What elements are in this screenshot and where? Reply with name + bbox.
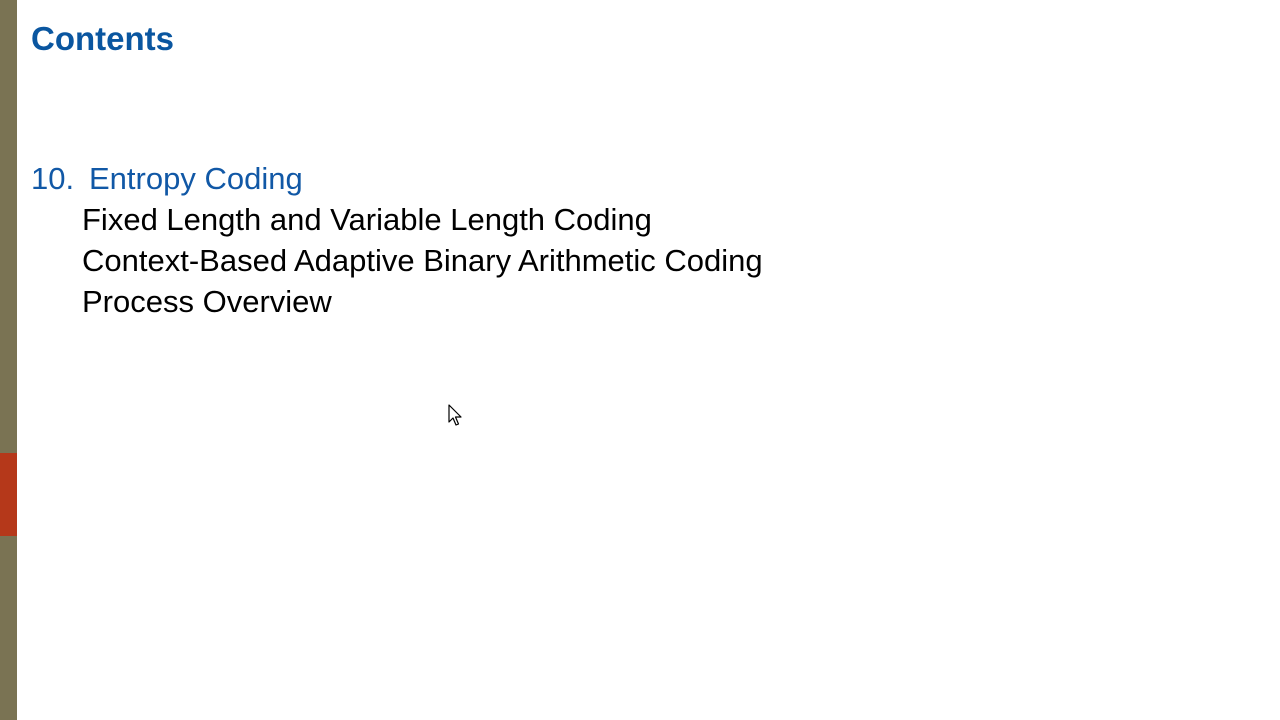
section-number: 10. (31, 161, 75, 196)
contents-section: 10. Entropy Coding Fixed Length and Varia… (31, 158, 763, 322)
side-accent-block (0, 453, 17, 536)
subsection-item: Process Overview (82, 284, 332, 319)
mouse-pointer-icon (448, 404, 462, 426)
slide-title: Contents (31, 20, 174, 57)
subsection-list: Fixed Length and Variable Length Coding … (31, 199, 763, 322)
section-title: Entropy Coding (89, 161, 303, 196)
subsection-item: Fixed Length and Variable Length Coding (82, 202, 652, 237)
side-bar (0, 0, 17, 720)
subsection-item: Context-Based Adaptive Binary Arithmetic… (82, 243, 763, 278)
section-heading: 10. Entropy Coding (31, 158, 763, 199)
